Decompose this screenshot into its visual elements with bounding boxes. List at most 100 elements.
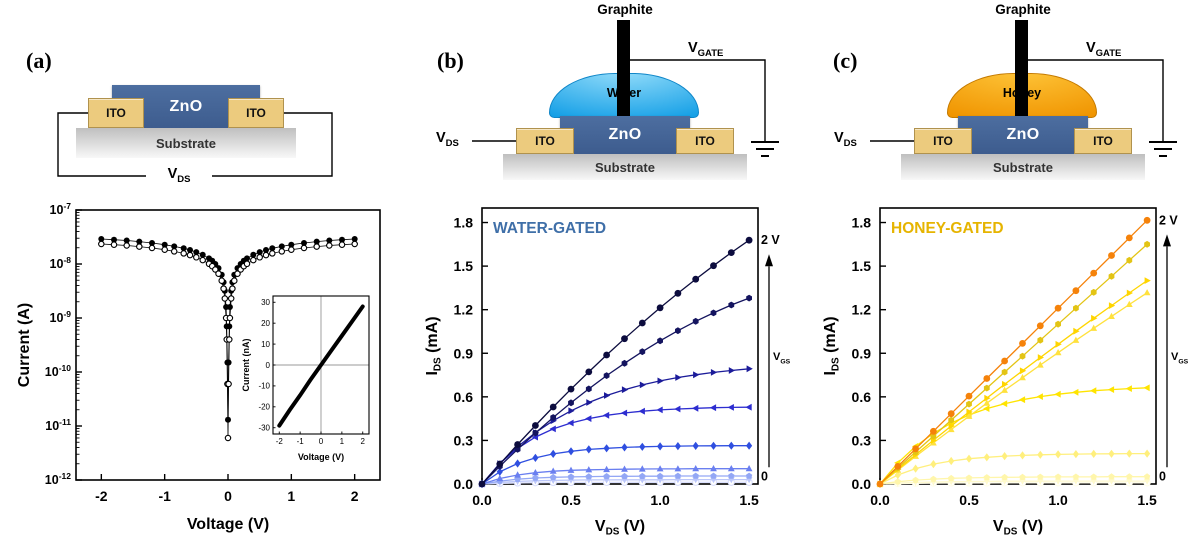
zno-layer-c: ZnO (958, 116, 1088, 154)
svg-text:IDS (mA): IDS (mA) (822, 316, 842, 375)
zno-label-c: ZnO (1006, 126, 1040, 143)
vds-main-c: V (834, 130, 844, 146)
vds-sub-b: DS (445, 137, 459, 149)
graphite-label-c: Graphite (995, 2, 1051, 17)
svg-text:10-10: 10-10 (45, 363, 71, 379)
svg-text:20: 20 (261, 319, 270, 328)
vgate-main-b: V (688, 40, 698, 56)
svg-text:0.5: 0.5 (959, 492, 979, 508)
svg-text:VDS (V): VDS (V) (595, 518, 645, 538)
ito-left-label-a: ITO (106, 106, 126, 120)
svg-text:1.5: 1.5 (852, 258, 872, 274)
ito-left-a: ITO (88, 98, 144, 128)
graphite-electrode-b (617, 20, 630, 118)
svg-text:0: 0 (319, 437, 324, 446)
svg-text:0.0: 0.0 (454, 476, 474, 492)
svg-text:10: 10 (261, 340, 270, 349)
svg-text:0.3: 0.3 (852, 432, 872, 448)
svg-text:VGS: VGS (773, 351, 791, 366)
svg-text:10-7: 10-7 (50, 201, 72, 217)
wire-left (57, 112, 146, 177)
svg-text:10-11: 10-11 (45, 417, 71, 433)
svg-text:-1: -1 (297, 437, 305, 446)
svg-text:0.9: 0.9 (852, 345, 872, 361)
graphite-label-b: Graphite (597, 2, 653, 17)
svg-text:1.5: 1.5 (739, 492, 759, 508)
panel-a-wires (57, 112, 333, 177)
svg-text:-10: -10 (258, 382, 270, 391)
svg-text:1: 1 (287, 488, 295, 504)
panel-c-wires (870, 59, 1177, 157)
svg-text:2 V: 2 V (1159, 213, 1178, 227)
svg-text:IDS (mA): IDS (mA) (424, 316, 444, 375)
vgate-sub-c: GATE (1095, 47, 1122, 59)
series-VGS 2.00 V (478, 236, 753, 488)
ito-right-a: ITO (228, 98, 284, 128)
svg-text:0: 0 (224, 488, 232, 504)
ground-icon (751, 141, 779, 157)
svg-text:-2: -2 (276, 437, 284, 446)
zno-label-b: ZnO (608, 126, 642, 143)
substrate-label-b: Substrate (595, 159, 655, 175)
svg-text:1.8: 1.8 (852, 215, 872, 231)
svg-text:10-9: 10-9 (50, 309, 72, 325)
panel-c-label: (c) (833, 48, 858, 73)
ito-right-b: ITO (676, 128, 734, 154)
series-VGS 0.50 V (478, 472, 753, 487)
svg-text:0.3: 0.3 (454, 432, 474, 448)
panel-b-wires (472, 59, 779, 157)
vds-main-b: V (436, 130, 446, 146)
svg-text:WATER-GATED: WATER-GATED (493, 220, 606, 237)
vds-label-b: VDS (436, 130, 459, 149)
svg-text:1.8: 1.8 (454, 215, 474, 231)
svg-text:1.5: 1.5 (454, 258, 474, 274)
svg-text:10-12: 10-12 (45, 471, 71, 487)
svg-text:0.0: 0.0 (852, 476, 872, 492)
svg-text:Current (A): Current (A) (16, 303, 33, 387)
svg-text:0: 0 (761, 470, 768, 484)
ito-right-label-a: ITO (246, 106, 266, 120)
panel-a-label: (a) (26, 48, 52, 73)
substrate-a: Substrate (76, 128, 296, 158)
svg-text:2: 2 (351, 488, 359, 504)
ito-left-c: ITO (914, 128, 972, 154)
svg-text:0.6: 0.6 (852, 389, 872, 405)
vds-sub-c: DS (843, 137, 857, 149)
ito-right-label-c: ITO (1093, 134, 1113, 148)
svg-text:1.2: 1.2 (852, 302, 872, 318)
gate-wire-b (630, 59, 766, 142)
svg-text:0: 0 (266, 361, 271, 370)
svg-text:0.0: 0.0 (472, 492, 492, 508)
series-VGS 1.75 V (877, 240, 1150, 488)
svg-text:10-8: 10-8 (50, 255, 72, 271)
svg-text:HONEY-GATED: HONEY-GATED (891, 220, 1004, 237)
svg-text:-1: -1 (158, 488, 171, 504)
honey-label: Honey (1002, 86, 1042, 100)
svg-text:0.0: 0.0 (870, 492, 890, 508)
svg-text:1: 1 (340, 437, 345, 446)
svg-text:-2: -2 (95, 488, 108, 504)
vgate-main-c: V (1086, 40, 1096, 56)
graphite-electrode-c (1015, 20, 1028, 118)
ito-right-c: ITO (1074, 128, 1132, 154)
gate-wire-c (1028, 59, 1164, 142)
series-VGS 2.00 V (876, 216, 1151, 488)
svg-text:VDS (V): VDS (V) (993, 518, 1043, 538)
substrate-b: Substrate (503, 154, 747, 180)
svg-text:30: 30 (261, 298, 270, 307)
svg-text:1.0: 1.0 (1048, 492, 1068, 508)
substrate-label-c: Substrate (993, 159, 1053, 175)
vds-sub-a: DS (177, 173, 191, 185)
series-VGS 0.50 V (876, 473, 1151, 487)
svg-text:1.0: 1.0 (650, 492, 670, 508)
ground-icon (1149, 141, 1177, 157)
svg-text:2: 2 (361, 437, 366, 446)
svg-text:VGS: VGS (1171, 351, 1189, 366)
wire-right (212, 112, 333, 177)
panel-b-label: (b) (437, 48, 464, 73)
svg-text:0.5: 0.5 (561, 492, 581, 508)
vgate-label-c: VGATE (1086, 40, 1121, 59)
